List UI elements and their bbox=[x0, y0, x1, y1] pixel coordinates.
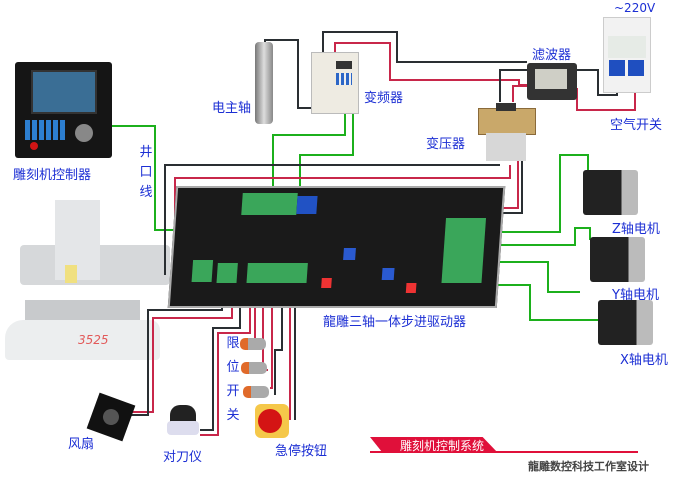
terminal-block bbox=[191, 260, 214, 282]
limit-switch-label: 限位开关 bbox=[226, 336, 240, 423]
transformer-image bbox=[478, 103, 536, 165]
estop-label: 急停按钮 bbox=[275, 444, 328, 459]
banner-title: 雕刻机控制系统 bbox=[400, 439, 485, 453]
y-motor-wire bbox=[470, 227, 591, 246]
filter-label: 滤波器 bbox=[532, 48, 572, 63]
tool-setter-image bbox=[167, 405, 199, 435]
limit-switch-2 bbox=[241, 362, 267, 374]
y-motor-image bbox=[590, 237, 645, 282]
inverter-filter-black-wire bbox=[322, 31, 527, 63]
fan-label: 风扇 bbox=[68, 437, 95, 452]
banner-credit: 龍雕数控科技工作室设计 bbox=[528, 460, 649, 473]
tool-setter-red-wire bbox=[200, 290, 251, 436]
spindle-wire bbox=[264, 39, 312, 109]
inverter-label: 变频器 bbox=[364, 91, 404, 106]
tool-setter-label: 对刀仪 bbox=[163, 450, 203, 465]
filter-image bbox=[527, 63, 577, 100]
limit-switch-1 bbox=[240, 338, 266, 350]
limit-switch-3 bbox=[243, 386, 269, 398]
power-label: ~220V bbox=[614, 1, 656, 15]
banner-title-bg bbox=[370, 437, 498, 453]
x-motor-wire bbox=[470, 284, 598, 321]
filter-transformer-black-wire bbox=[499, 69, 527, 102]
inverter-image bbox=[311, 52, 359, 114]
limit-switch-common-wire bbox=[274, 290, 283, 395]
z-motor-label: Z轴电机 bbox=[612, 222, 660, 237]
transformer-board-black-wire bbox=[164, 164, 500, 275]
filter-breaker-red-wire bbox=[576, 88, 636, 111]
dip-switch bbox=[321, 278, 332, 288]
motor-terminal-block bbox=[441, 218, 487, 283]
fan-red-wire bbox=[130, 290, 233, 413]
controller-image bbox=[15, 62, 112, 158]
machine-model-label: 3525 bbox=[78, 333, 109, 347]
potentiometer bbox=[343, 248, 356, 260]
relay bbox=[296, 196, 318, 214]
filter-transformer-red-wire bbox=[512, 85, 527, 102]
inverter-board-wire-2 bbox=[299, 110, 354, 205]
y-motor-wire-2 bbox=[470, 261, 580, 293]
potentiometer bbox=[381, 268, 395, 280]
spindle-image bbox=[255, 42, 273, 124]
driver-label: 龍雕三轴一体步进驱动器 bbox=[323, 315, 467, 330]
tool-setter-black-wire bbox=[200, 290, 241, 431]
terminal-block bbox=[246, 263, 308, 283]
z-motor-image bbox=[583, 170, 638, 215]
x-motor-label: X轴电机 bbox=[620, 353, 668, 368]
engraving-machine-image: 3525 bbox=[0, 195, 170, 360]
breaker-label: 空气开关 bbox=[610, 118, 663, 133]
parallel-cable-label: 井口线 bbox=[139, 145, 153, 200]
spindle-label: 电主轴 bbox=[212, 101, 252, 116]
transformer-label: 变压器 bbox=[426, 137, 466, 152]
z-motor-wire bbox=[470, 154, 589, 233]
y-motor-label: Y轴电机 bbox=[612, 288, 659, 303]
fan-black-wire bbox=[130, 290, 223, 416]
stepper-driver-board bbox=[167, 186, 506, 308]
controller-label: 雕刻机控制器 bbox=[13, 168, 92, 183]
breaker-image bbox=[603, 17, 651, 93]
inverter-filter-red-wire bbox=[334, 42, 527, 86]
inverter-board-wire-1 bbox=[272, 110, 346, 205]
estop-image bbox=[255, 404, 289, 438]
limit-switch-wire-3 bbox=[270, 290, 273, 389]
terminal-block bbox=[216, 263, 238, 283]
x-motor-image bbox=[598, 300, 653, 345]
dip-switch bbox=[405, 283, 417, 293]
terminal-block bbox=[241, 193, 298, 215]
banner-line bbox=[370, 451, 638, 453]
